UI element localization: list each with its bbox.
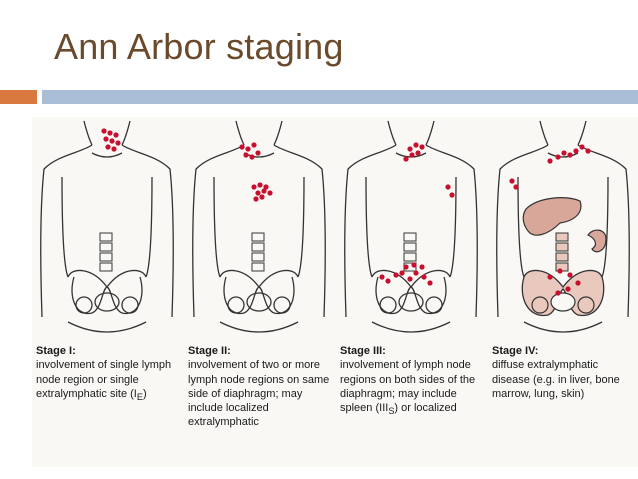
stage-1-illustration xyxy=(40,120,174,333)
lymph-node-dot xyxy=(255,150,261,156)
stage-2-lymph-nodes xyxy=(239,142,273,202)
lymph-node-dot xyxy=(103,136,109,142)
lymph-node-dot xyxy=(261,188,267,194)
lymph-node-dot xyxy=(409,152,415,158)
lymph-node-dot xyxy=(403,156,409,162)
lymph-node-dot xyxy=(257,182,263,188)
stage-suffix: ) xyxy=(142,387,147,400)
lymph-node-dot xyxy=(555,154,561,160)
slide-title: Ann Arbor staging xyxy=(54,26,344,67)
lymph-node-dot xyxy=(239,144,245,150)
lymph-node-dot xyxy=(385,278,391,284)
lymph-node-dot xyxy=(113,132,119,138)
stage-2-panel: Stage II: involvement of two or more lym… xyxy=(184,117,334,467)
lymph-node-dot xyxy=(419,264,425,270)
lymph-node-dot xyxy=(115,140,121,146)
lymph-node-dot xyxy=(513,184,519,190)
lymph-node-dot xyxy=(427,280,433,286)
bone-marrow-pelvis xyxy=(521,269,605,333)
lymph-node-dot xyxy=(249,154,255,160)
lymph-node-dot xyxy=(105,144,111,150)
stage-description: involvement of two or more lymph node re… xyxy=(188,359,330,429)
lymph-node-dot xyxy=(567,272,573,278)
lymph-node-dot xyxy=(561,150,567,156)
lymph-node-dot xyxy=(573,148,579,154)
lymph-node-dot xyxy=(415,150,421,156)
lymph-node-dot xyxy=(111,146,117,152)
lymph-node-dot xyxy=(251,184,257,190)
stage-description: diffuse extralymphatic disease (e.g. in … xyxy=(492,359,620,400)
lymph-node-dot xyxy=(575,280,581,286)
lymph-node-dot xyxy=(407,276,413,282)
lymph-node-dot xyxy=(411,262,417,268)
lymph-node-dot xyxy=(109,138,115,144)
lymph-node-dot xyxy=(547,274,553,280)
accent-bar xyxy=(0,90,37,104)
lymph-node-dot xyxy=(509,178,515,184)
lymph-node-dot xyxy=(101,128,107,134)
lymph-node-dot xyxy=(565,286,571,292)
stage-4-illustration xyxy=(496,120,630,333)
stage-2-text: Stage II: involvement of two or more lym… xyxy=(188,344,333,430)
stage-4-text: Stage IV: diffuse extralymphatic disease… xyxy=(492,344,637,401)
lymph-node-dot xyxy=(267,190,273,196)
lymph-node-dot xyxy=(585,148,591,154)
stage-heading: Stage II: xyxy=(188,345,231,357)
lymph-node-dot xyxy=(579,144,585,150)
stage-heading: Stage III: xyxy=(340,345,386,357)
lymph-node-dot xyxy=(107,130,113,136)
stage-subscript: E xyxy=(136,392,143,403)
lymph-node-dot xyxy=(393,272,399,278)
lymph-node-dot xyxy=(255,190,261,196)
lymph-node-dot xyxy=(253,196,259,202)
lymph-node-dot xyxy=(547,158,553,164)
lymph-node-dot xyxy=(421,274,427,280)
lymph-node-dot xyxy=(245,146,251,152)
lymph-node-dot xyxy=(379,274,385,280)
lymph-node-dot xyxy=(419,144,425,150)
stage-description: involvement of lymph node regions on bot… xyxy=(340,358,485,418)
lymph-node-dot xyxy=(449,192,455,198)
stage-1-panel: Stage I: involvement of single lymph nod… xyxy=(32,117,182,467)
lymph-node-dot xyxy=(259,194,265,200)
lymph-node-dot xyxy=(557,268,563,274)
organ-spleen xyxy=(587,229,607,253)
stage-3-illustration xyxy=(344,120,478,333)
organ-liver xyxy=(522,197,582,236)
stage-4-panel: Stage IV: diffuse extralymphatic disease… xyxy=(488,117,638,467)
lymph-node-dot xyxy=(403,264,409,270)
stage-heading: Stage I: xyxy=(36,345,76,357)
lymph-node-dot xyxy=(445,184,451,190)
lymph-node-dot xyxy=(413,270,419,276)
stage-3-text: Stage III: involvement of lymph node reg… xyxy=(340,344,485,419)
stage-1-lymph-nodes xyxy=(101,128,121,152)
stage-description-text: involvement of single lymph node region … xyxy=(36,359,172,400)
lymph-node-dot xyxy=(399,270,405,276)
lymph-node-dot xyxy=(263,184,269,190)
stage-3-lymph-nodes xyxy=(379,142,455,286)
stage-suffix: ) or localized xyxy=(394,402,457,415)
staging-figure: Stage I: involvement of single lymph nod… xyxy=(32,117,638,467)
stage-1-text: Stage I: involvement of single lymph nod… xyxy=(36,344,181,404)
stage-description: involvement of single lymph node region … xyxy=(36,358,181,404)
stage-subscript: S xyxy=(388,406,395,417)
lymph-node-dot xyxy=(243,152,249,158)
stage-description-text: involvement of lymph node regions on bot… xyxy=(340,359,476,415)
lymph-node-dot xyxy=(413,142,419,148)
stage-3-panel: Stage III: involvement of lymph node reg… xyxy=(336,117,486,467)
lymph-node-dot xyxy=(555,290,561,296)
stage-4-lymph-nodes xyxy=(509,144,591,296)
stage-2-illustration xyxy=(192,120,326,333)
lymph-node-dot xyxy=(407,146,413,152)
stage-heading: Stage IV: xyxy=(492,345,539,357)
title-underline-bar xyxy=(42,90,638,104)
lymph-node-dot xyxy=(251,142,257,148)
lymph-node-dot xyxy=(567,152,573,158)
